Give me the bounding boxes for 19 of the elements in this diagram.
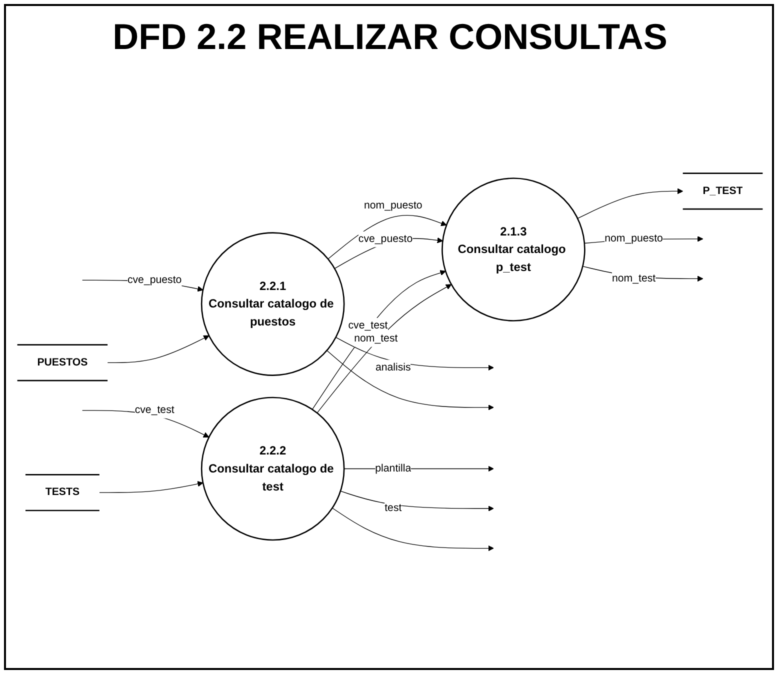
process-circle: 2.2.1 Consultar catalogo de puestos: [200, 232, 345, 376]
arrow: [107, 336, 210, 364]
data-store: P_TEST: [682, 172, 764, 210]
arrow: [332, 508, 494, 552]
edge-label: nom_test: [612, 270, 656, 287]
edge-label: cve_puesto: [358, 234, 413, 245]
arrow: [577, 188, 684, 219]
diagram-title: DFD 2.2 REALIZAR CONSULTAS: [112, 16, 668, 58]
process-circle: 2.1.3 Consultar catalogo p_test: [442, 178, 586, 322]
data-store: TESTS: [24, 474, 100, 512]
process-circle: 2.2.2 Consultar catalogo de test: [200, 397, 345, 541]
arrow: [328, 215, 447, 260]
arrow: [326, 350, 494, 411]
arrow: [99, 481, 204, 494]
data-store: PUESTOS: [16, 344, 108, 382]
edge-label: plantilla: [375, 461, 412, 477]
arrow: [316, 284, 452, 414]
arrow: [340, 491, 494, 512]
edge-label: nom_test: [354, 333, 398, 344]
